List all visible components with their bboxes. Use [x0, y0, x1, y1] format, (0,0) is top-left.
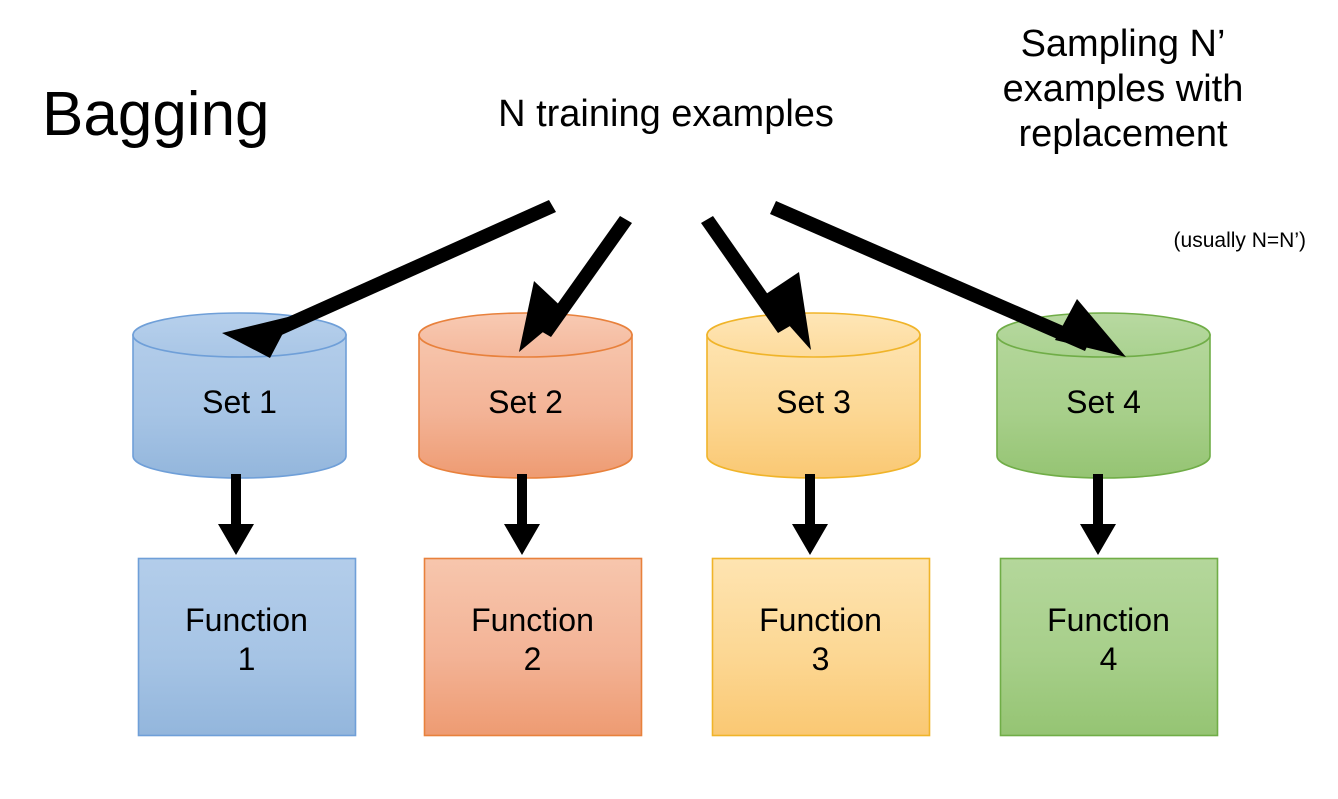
function-box-3[interactable] — [711, 557, 931, 737]
function-box-1[interactable] — [137, 557, 357, 737]
arrow-set-2-to-function-2 — [504, 474, 540, 555]
arrow-samples-to-set-3 — [701, 216, 811, 350]
function-box-4[interactable] — [999, 557, 1219, 737]
page-title: Bagging — [42, 80, 270, 149]
arrow-samples-to-set-2 — [519, 216, 632, 352]
arrow-samples-to-set-1 — [222, 200, 556, 358]
dataset-cylinder-set-3[interactable] — [706, 312, 921, 479]
arrow-set-3-to-function-3 — [792, 474, 828, 555]
annotation-usually-n-equals-n-prime: (usually N=N’) — [1173, 229, 1306, 252]
arrow-set-1-to-function-1 — [218, 474, 254, 555]
annotation-sampling-with-replacement: Sampling N’ examples with replacement — [1002, 23, 1244, 155]
annotation-n-training-examples: N training examples — [498, 93, 834, 135]
arrow-set-4-to-function-4 — [1080, 474, 1116, 555]
arrow-samples-to-set-4 — [770, 201, 1126, 357]
function-box-2[interactable] — [423, 557, 643, 737]
